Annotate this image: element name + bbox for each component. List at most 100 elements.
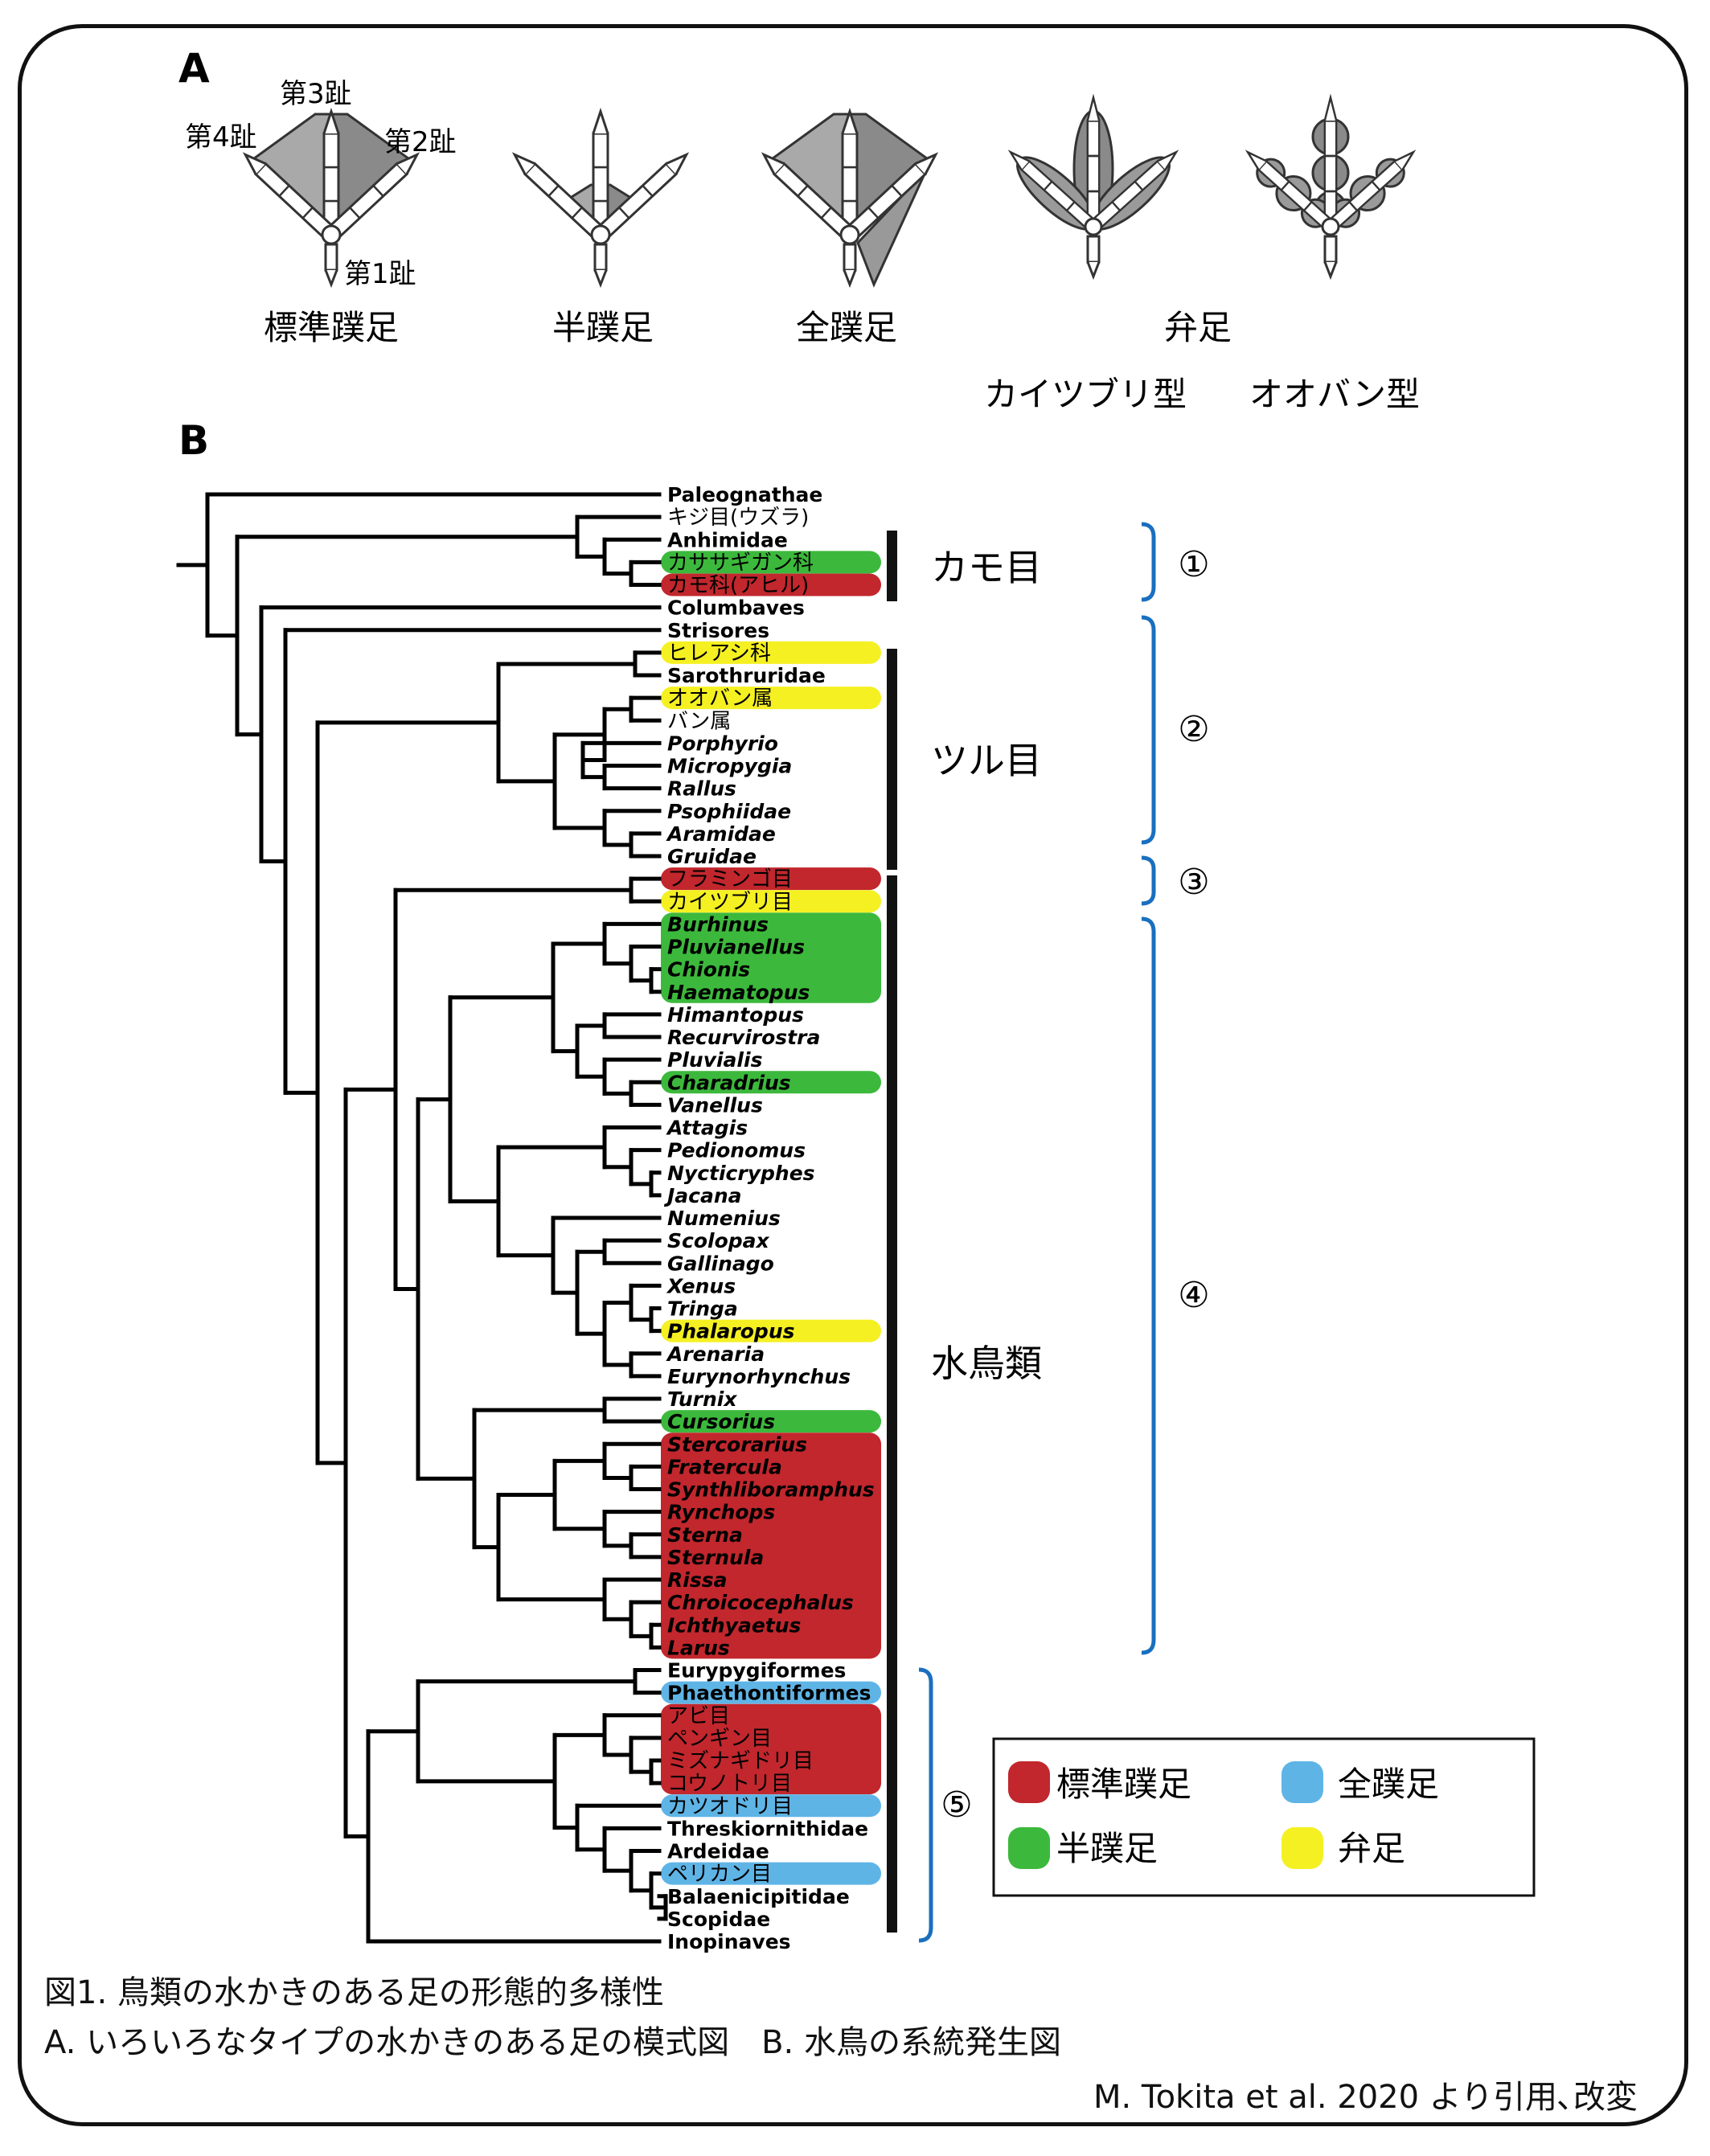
taxon-label: Phaethontiformes (667, 1682, 871, 1705)
taxon-label: Chroicocephalus (667, 1591, 854, 1614)
taxon-label: Ardeidae (667, 1840, 769, 1863)
taxon-label: Jacana (663, 1184, 742, 1207)
foot-type-lobed: 弁足 (1164, 308, 1232, 347)
legend-swatch-standard (1008, 1761, 1050, 1803)
lobed-subtype-grebe: カイツブリ型 (984, 375, 1187, 414)
foot-semi-webbed (508, 110, 693, 286)
taxon-label: ヒレアシ科 (667, 641, 771, 666)
taxon-label: Eurynorhynchus (667, 1365, 851, 1388)
clade-label-waterbirds: 水鳥類 (931, 1342, 1042, 1385)
taxon-label: Fratercula (667, 1455, 782, 1478)
foot-lobed-coot (1242, 96, 1419, 278)
highlight-full-11 (661, 1681, 881, 1704)
group-brackets (918, 522, 1156, 1943)
panel-a-label: A (178, 45, 210, 92)
taxon-label: Scolopax (667, 1229, 770, 1252)
foot-type-semi: 半蹼足 (552, 308, 654, 347)
legend-label-lobed: 弁足 (1338, 1829, 1405, 1868)
taxon-label: Rynchops (667, 1501, 775, 1524)
taxon-label: カイツブリ目 (667, 890, 793, 914)
bracket-5 (918, 1667, 933, 1943)
taxon-label: Psophiidae (667, 800, 791, 823)
taxon-label: Turnix (667, 1387, 737, 1411)
taxon-labels: Paleognathaeキジ目(ウズラ)Anhimidaeカササギガン科カモ科(… (663, 483, 875, 1953)
clade-label-gruiformes: ツル目 (931, 739, 1042, 782)
taxon-label: Strisores (667, 619, 769, 642)
taxon-label: Porphyrio (667, 732, 778, 755)
taxon-label: コウノトリ目 (667, 1772, 792, 1796)
highlight-lobed-5 (661, 890, 881, 913)
taxon-label: カササギガン科 (667, 551, 814, 575)
taxon-label: Chionis (667, 958, 750, 982)
taxon-label: Rallus (667, 777, 736, 801)
highlight-semi-0 (661, 551, 881, 574)
legend-label-full: 全蹼足 (1338, 1765, 1439, 1804)
highlight-semi-7 (661, 1071, 881, 1094)
clade-label-anseriformes: カモ目 (931, 546, 1042, 589)
taxon-label: Pluvianellus (667, 936, 805, 959)
taxon-label: Paleognathae (667, 483, 822, 506)
taxon-label: Cursorius (667, 1410, 775, 1433)
taxon-label: Sarothruridae (667, 664, 826, 687)
taxon-label: Inopinaves (667, 1930, 791, 1953)
bracket-1 (1141, 522, 1156, 602)
taxon-label: Sterna (667, 1523, 743, 1547)
taxon-label: Charadrius (667, 1071, 791, 1094)
taxon-label: アビ目 (667, 1704, 730, 1728)
taxon-label: Larus (667, 1636, 730, 1659)
bracket-2 (1141, 615, 1156, 845)
legend-box (992, 1737, 1536, 1897)
taxon-label: Burhinus (667, 912, 769, 936)
taxon-label: カモ科(アヒル) (667, 574, 809, 598)
caption-line-1: 図1. 鳥類の水かきのある足の形態的多様性 (44, 1974, 664, 2011)
highlight-full-13 (661, 1794, 881, 1818)
highlight-lobed-3 (661, 687, 881, 710)
legend-swatch-full (1281, 1761, 1323, 1803)
taxon-label: Haematopus (667, 981, 810, 1004)
foot-type-standard: 標準蹼足 (264, 308, 399, 347)
bracket-4 (1141, 916, 1156, 1655)
taxon-label: Xenus (666, 1274, 736, 1297)
foot-standard-webbed (239, 110, 424, 286)
bracket-3 (1141, 855, 1156, 906)
taxon-label: ペンギン目 (667, 1727, 772, 1751)
group-number-2: ② (1178, 709, 1209, 750)
taxon-label: Stercorarius (667, 1433, 807, 1456)
figure-frame (18, 24, 1688, 2126)
foot-type-full: 全蹼足 (796, 308, 897, 347)
taxon-label: Pedionomus (667, 1139, 806, 1162)
toe4-label: 第4趾 (185, 121, 257, 154)
taxon-label: Threskiornithidae (667, 1817, 868, 1840)
group-number-1: ① (1178, 544, 1209, 585)
taxon-label: オオバン属 (667, 687, 773, 711)
foot-lobed-grebe (1005, 96, 1182, 278)
legend-swatch-lobed (1281, 1827, 1323, 1869)
taxon-label: ミズナギドリ目 (667, 1749, 814, 1773)
taxon-label: キジ目(ウズラ) (667, 506, 809, 530)
taxon-label: Scopidae (667, 1908, 770, 1931)
lobed-subtype-coot: オオバン型 (1249, 375, 1420, 414)
taxon-label: Balaenicipitidae (667, 1885, 850, 1908)
taxon-label: Pluvialis (667, 1048, 762, 1072)
taxon-label: ペリカン目 (667, 1863, 772, 1887)
taxon-label: Eurypygiformes (667, 1659, 846, 1683)
highlight-standard-1 (661, 573, 881, 596)
taxon-label: Arenaria (666, 1342, 765, 1366)
toe1-label: 第1趾 (344, 258, 416, 290)
taxon-label: Synthliboramphus (667, 1478, 875, 1502)
taxon-label: Vanellus (667, 1093, 763, 1117)
taxon-label: Phalaropus (667, 1320, 795, 1343)
taxon-label: Himantopus (667, 1003, 804, 1027)
highlight-semi-6 (661, 912, 881, 1003)
caption-line-2: A. いろいろなタイプの水かきのある足の模式図 B. 水鳥の系統発生図 (44, 2024, 1061, 2061)
foot-totipalmate (757, 110, 942, 288)
taxon-label: Gruidae (667, 845, 757, 868)
taxon-label: Anhimidae (667, 528, 788, 551)
legend-label-semi: 半蹼足 (1056, 1829, 1158, 1868)
highlight-semi-9 (661, 1410, 881, 1433)
legend-swatch-semi (1008, 1827, 1050, 1869)
taxon-label: Columbaves (667, 596, 805, 620)
highlight-standard-4 (661, 867, 881, 891)
highlight-lobed-2 (661, 641, 881, 664)
